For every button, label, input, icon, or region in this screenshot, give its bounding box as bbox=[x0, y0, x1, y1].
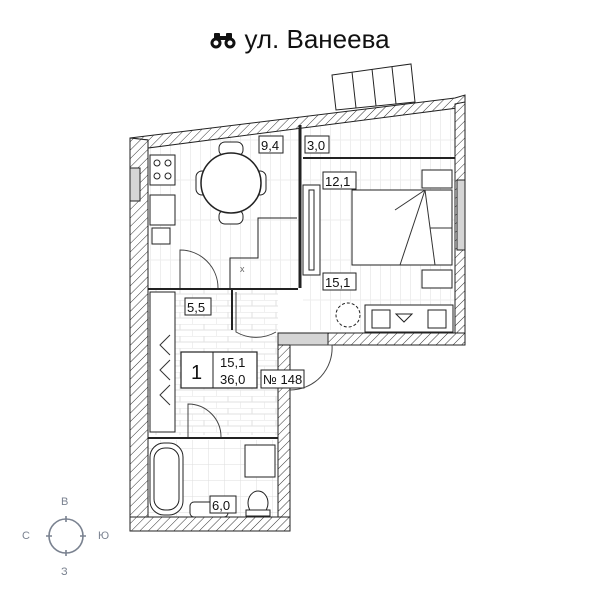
room-label-storage: 3,0 bbox=[304, 135, 330, 154]
fridge bbox=[151, 227, 171, 245]
bed bbox=[351, 189, 453, 266]
living-area: 15,1 bbox=[220, 355, 245, 370]
total-area: 36,0 bbox=[220, 372, 245, 387]
nightstand bbox=[421, 269, 453, 289]
room-label-hall: 5,5 bbox=[184, 297, 212, 316]
svg-text:12,1: 12,1 bbox=[325, 174, 350, 189]
svg-text:6,0: 6,0 bbox=[212, 498, 230, 513]
compass-ring-icon bbox=[46, 516, 86, 556]
svg-text:x: x bbox=[240, 264, 245, 274]
compass-south: Ю bbox=[98, 530, 110, 542]
apartment-number: № 148 bbox=[260, 369, 305, 389]
washer bbox=[244, 444, 276, 478]
dining-table bbox=[195, 141, 267, 225]
svg-text:5,5: 5,5 bbox=[187, 300, 205, 315]
compass: В С Ю З bbox=[20, 490, 120, 590]
walls bbox=[129, 94, 466, 532]
street-label: ул. Ванеева bbox=[244, 24, 390, 54]
rooms-count: 1 bbox=[191, 362, 202, 384]
street-header: ул. Ванеева bbox=[0, 24, 600, 55]
room-label-bathroom: 6,0 bbox=[209, 495, 237, 514]
room-label-sleep: 12,1 bbox=[322, 171, 357, 190]
room-label-bedroom: 15,1 bbox=[322, 272, 357, 291]
kitchen-stove bbox=[149, 154, 176, 186]
compass-west: З bbox=[61, 566, 68, 578]
kitchen-cabinet bbox=[229, 217, 297, 288]
nightstand bbox=[421, 169, 453, 189]
compass-north: С bbox=[22, 530, 30, 542]
room-label-kitchen: 9,4 bbox=[258, 135, 284, 154]
svg-text:15,1: 15,1 bbox=[325, 275, 350, 290]
svg-text:№ 148: № 148 bbox=[263, 372, 302, 387]
compass-east: В bbox=[61, 496, 69, 508]
entrance-door bbox=[289, 344, 333, 391]
kitchen-door bbox=[179, 249, 219, 289]
hall-door bbox=[235, 292, 277, 338]
binoculars-icon bbox=[210, 32, 236, 48]
wardrobe bbox=[364, 304, 454, 333]
kitchen-sink bbox=[149, 194, 176, 226]
svg-text:3,0: 3,0 bbox=[307, 138, 325, 153]
summary-box: 1 15,1 36,0 bbox=[180, 351, 258, 389]
bathroom-door bbox=[187, 403, 222, 438]
bathtub bbox=[149, 442, 184, 516]
svg-text:9,4: 9,4 bbox=[261, 138, 279, 153]
balcony bbox=[331, 63, 416, 111]
plant bbox=[335, 302, 361, 328]
hall-wardrobe bbox=[149, 291, 176, 433]
